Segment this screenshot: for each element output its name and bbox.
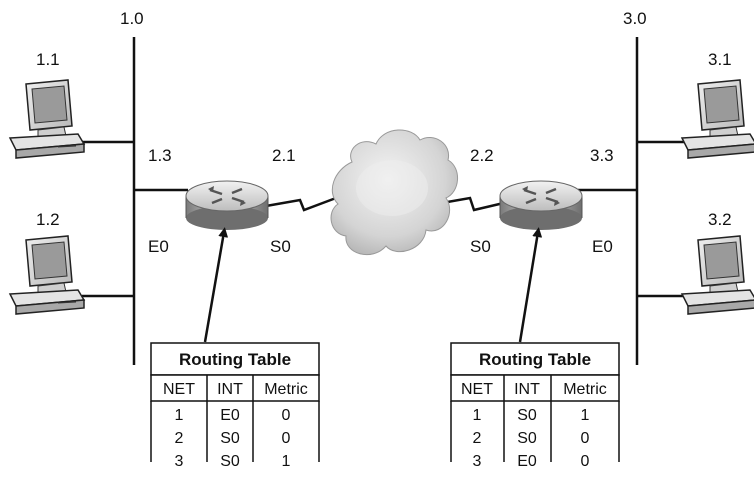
host-label: 1.1 — [36, 50, 60, 69]
table-cell: S0 — [220, 453, 240, 470]
left-network-label: 1.0 — [120, 9, 144, 28]
host-label: 1.2 — [36, 210, 60, 229]
computer-icon — [8, 79, 86, 159]
table-header-int: INT — [514, 381, 540, 398]
host-3-1: 3.1 — [680, 50, 754, 159]
table-title: Routing Table — [479, 350, 591, 369]
table-cell: 2 — [473, 430, 482, 447]
host-label: 3.2 — [708, 210, 732, 229]
left-table-arrow — [203, 227, 229, 343]
table-cell: 1 — [581, 407, 590, 424]
right-e0-label: E0 — [592, 237, 613, 256]
table-cell: E0 — [517, 453, 537, 470]
host-label: 3.1 — [708, 50, 732, 69]
left-s0-address: 2.1 — [272, 146, 296, 165]
table-cell: E0 — [220, 407, 240, 424]
routing-table-left: Routing Table NET INT Metric 1 E0 0 2 S0… — [150, 342, 320, 470]
table-cell: S0 — [517, 430, 537, 447]
computer-icon — [680, 235, 754, 315]
table-cell: 3 — [175, 453, 184, 470]
table-cell: 1 — [473, 407, 482, 424]
left-s0-label: S0 — [270, 237, 291, 256]
table-cell: 0 — [581, 430, 590, 447]
routing-table-right: Routing Table NET INT Metric 1 S0 1 2 S0… — [450, 342, 620, 470]
table-header-net: NET — [163, 381, 195, 398]
left-e0-label: E0 — [148, 237, 169, 256]
right-e0-address: 3.3 — [590, 146, 614, 165]
table-cell: S0 — [220, 430, 240, 447]
host-1-1: 1.1 — [8, 50, 86, 159]
table-header-int: INT — [217, 381, 243, 398]
table-title: Routing Table — [179, 350, 291, 369]
table-header-net: NET — [461, 381, 493, 398]
table-cell: 1 — [282, 453, 291, 470]
computer-icon — [680, 79, 754, 159]
router-left-icon — [185, 180, 269, 230]
table-cell: S0 — [517, 407, 537, 424]
table-header-metric: Metric — [264, 381, 308, 398]
host-3-2: 3.2 — [680, 210, 754, 315]
table-cell: 2 — [175, 430, 184, 447]
table-cell: 0 — [282, 407, 291, 424]
right-table-arrow — [518, 227, 543, 343]
right-s0-label: S0 — [470, 237, 491, 256]
table-cell: 0 — [581, 453, 590, 470]
right-s0-address: 2.2 — [470, 146, 494, 165]
table-cell: 3 — [473, 453, 482, 470]
left-e0-address: 1.3 — [148, 146, 172, 165]
table-cell: 0 — [282, 430, 291, 447]
computer-icon — [8, 235, 86, 315]
router-right-icon — [499, 180, 583, 230]
left-ethernet-segment: 1.0 — [82, 9, 188, 365]
serial-link-right — [435, 196, 509, 212]
right-ethernet-segment: 3.0 — [578, 9, 688, 365]
table-cell: 1 — [175, 407, 184, 424]
host-1-2: 1.2 — [8, 210, 86, 315]
right-network-label: 3.0 — [623, 9, 647, 28]
serial-link-left — [265, 196, 337, 212]
table-header-metric: Metric — [563, 381, 607, 398]
wan-cloud-icon — [330, 129, 458, 256]
